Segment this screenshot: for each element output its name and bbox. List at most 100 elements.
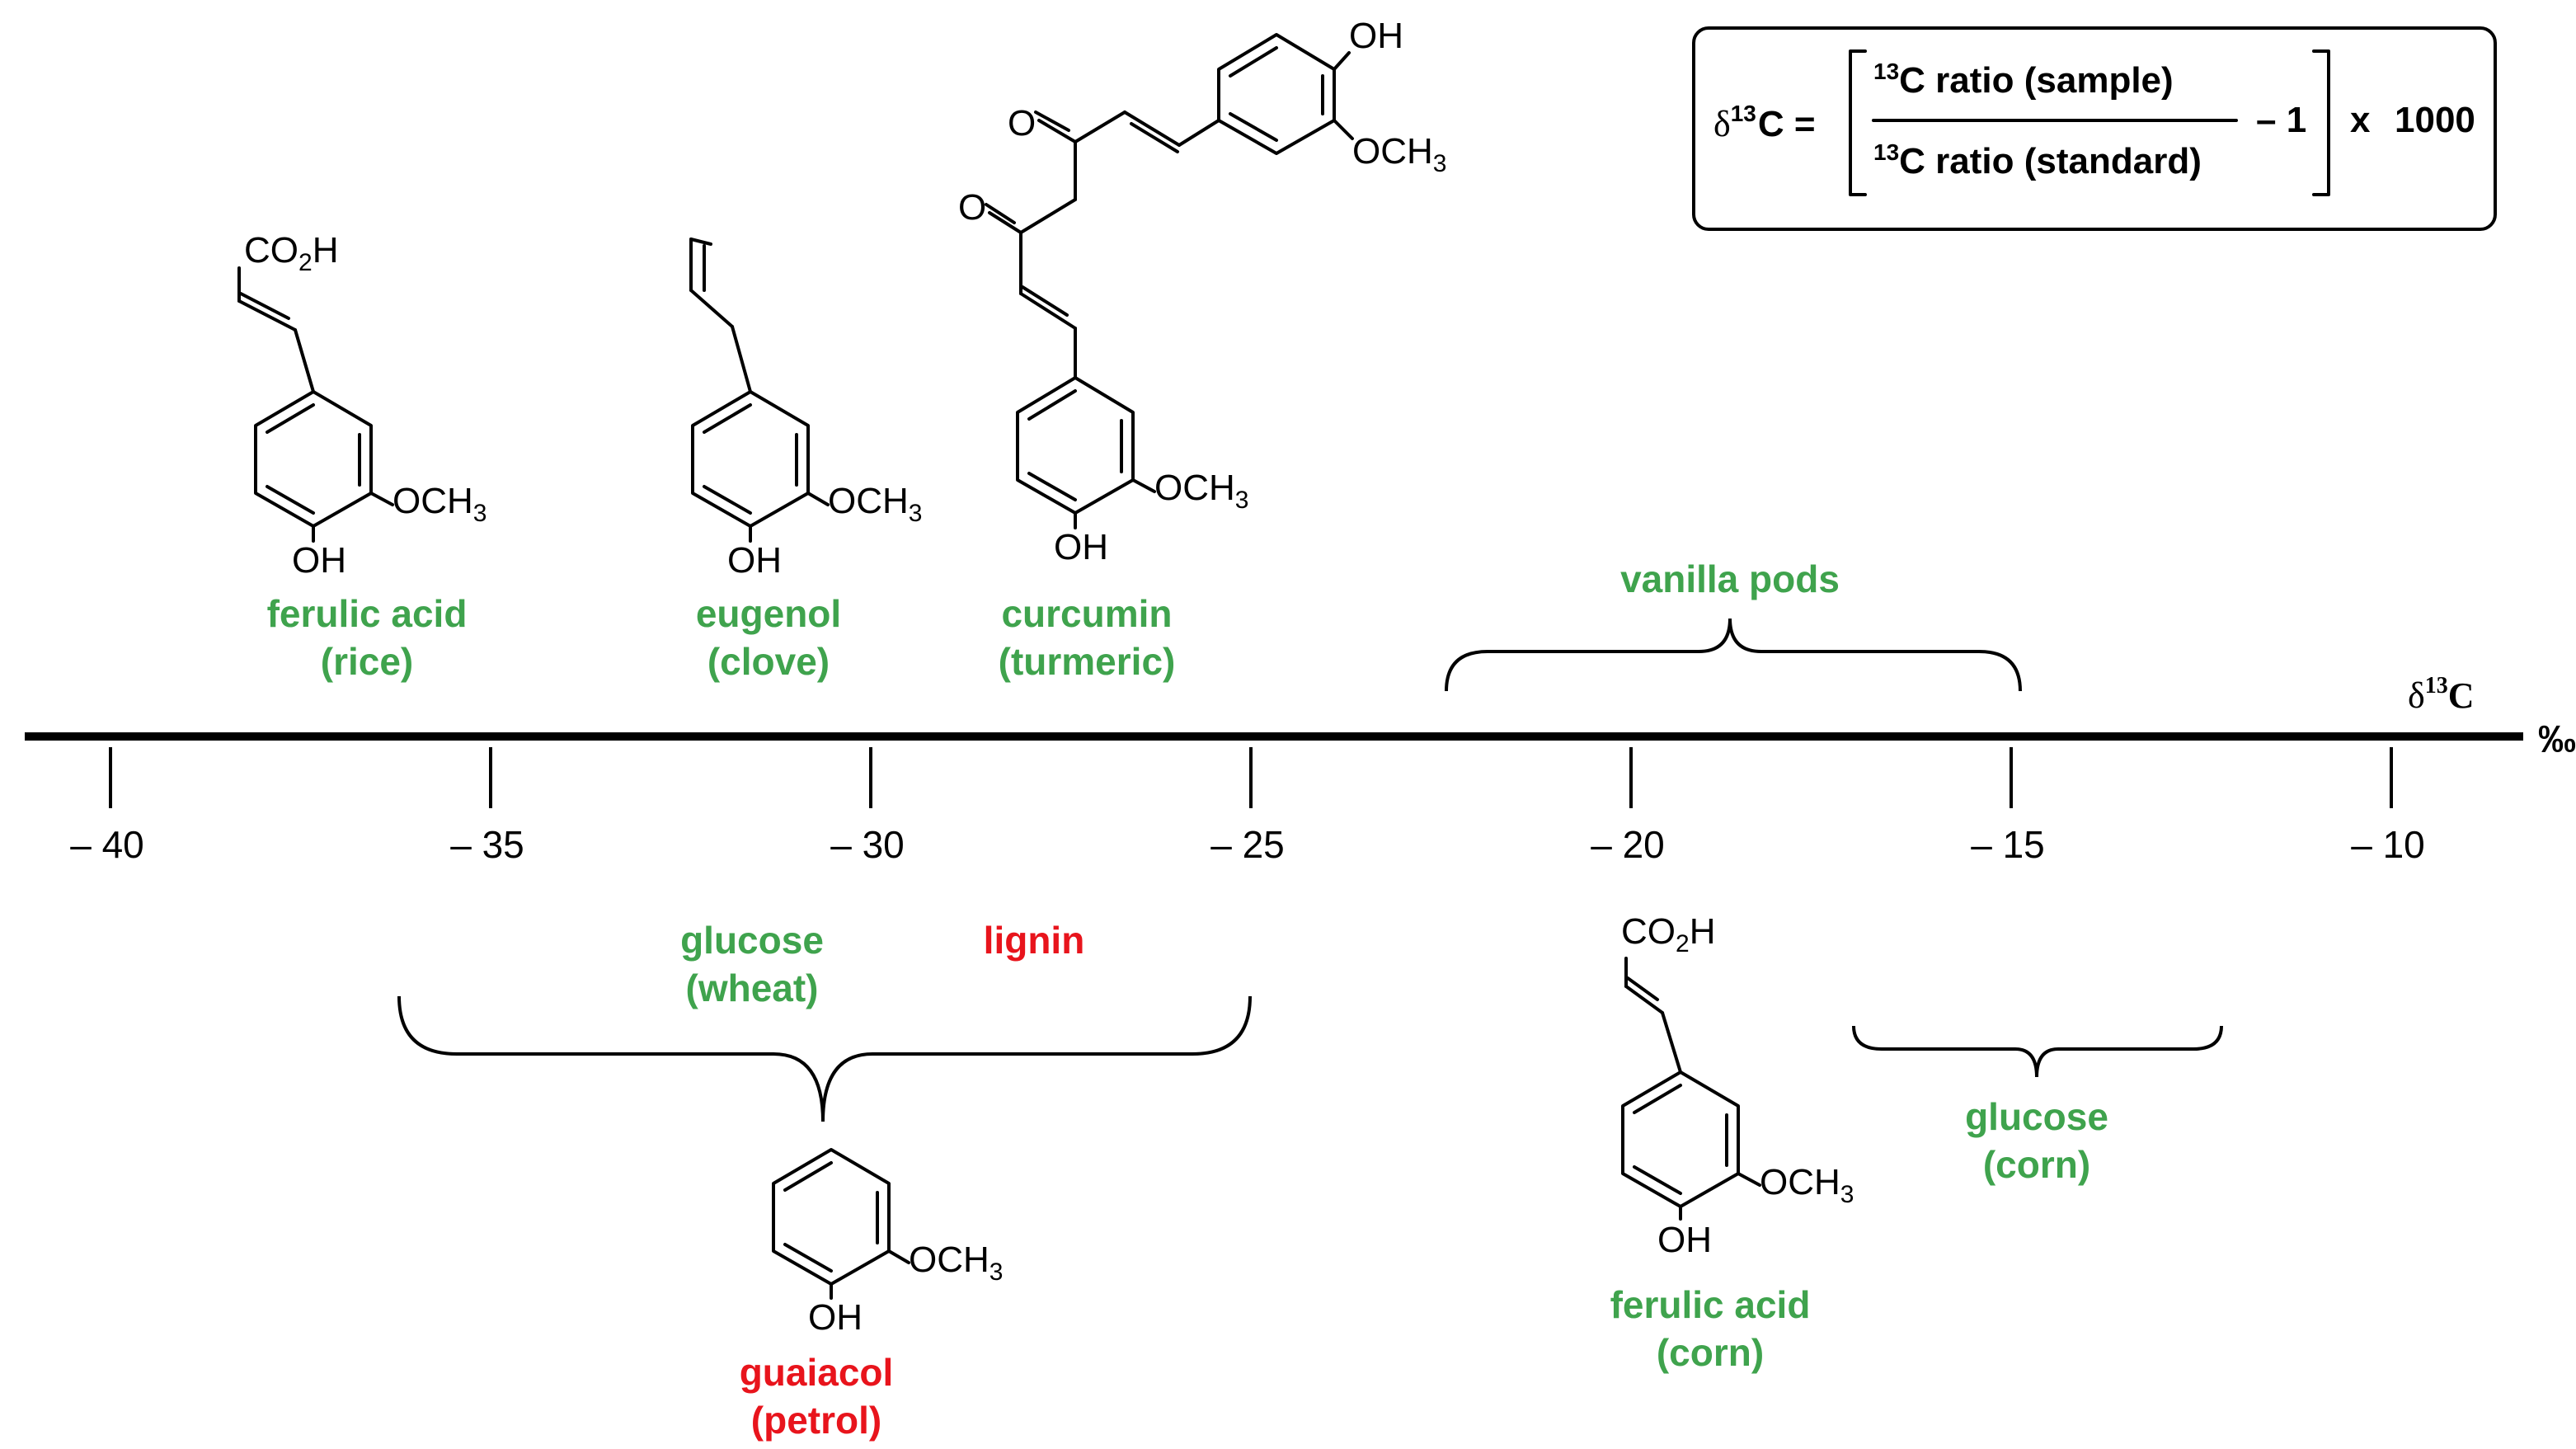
curcumin-upper-oh-bond — [1333, 51, 1351, 71]
ferulic-rice-double-bond — [266, 403, 315, 434]
ferulic-corn-och3: OCH3 — [1760, 1162, 1854, 1208]
glucose-corn-brace — [1852, 1025, 2223, 1078]
curcumin-structure: OCH3 OH O O OH OCH3 — [958, 16, 1446, 567]
eugenol-double-bond — [703, 485, 752, 515]
guaiacol-oh: OH — [808, 1297, 863, 1338]
axis-tick-label-6: – 10 — [2351, 823, 2425, 866]
label-lignin: lignin — [984, 919, 1085, 962]
label-guaiacol-source: (petrol) — [751, 1399, 881, 1442]
ferulic-acid-rice-structure: CO2H OCH3 OH — [237, 230, 487, 581]
ferulic-corn-double-bond — [1633, 1084, 1682, 1114]
formula-factor: 1000 — [2395, 100, 2475, 140]
label-eugenol-name: eugenol — [696, 592, 841, 635]
ferulic-rice-och3: OCH3 — [393, 481, 487, 527]
eugenol-double-bond — [703, 403, 752, 434]
curcumin-lower-och3-bond — [1131, 478, 1156, 493]
curcumin-carbonyl-double — [985, 203, 1016, 224]
label-vanilla-pods: vanilla pods — [1620, 557, 1840, 600]
eugenol-allyl-bond — [689, 289, 734, 328]
eugenol-ring — [691, 390, 810, 528]
curcumin-chain-bond — [1019, 292, 1077, 330]
curcumin-lower-oh: OH — [1054, 527, 1108, 567]
curcumin-carbonyl-double — [1034, 111, 1070, 132]
label-ferulic-acid-corn-source: (corn) — [1657, 1331, 1764, 1374]
curcumin-lower-o: O — [958, 187, 986, 228]
ferulic-rice-chain-double — [239, 292, 290, 320]
guaiacol-double-bond — [783, 1243, 833, 1273]
ferulic-rice-chain-bond — [237, 299, 297, 332]
curcumin-chain-double — [1021, 285, 1069, 317]
delta13c-axis: δ13C ‰ – 40 – 35 – 30 – 25 – 20 – 15 – 10 — [25, 673, 2576, 866]
vanilla-pods-brace — [1445, 618, 2022, 692]
axis-unit: ‰ — [2538, 717, 2576, 760]
curcumin-upper-och3-bond — [1333, 119, 1354, 140]
axis-tick-label-3: – 25 — [1210, 823, 1285, 866]
curcumin-carbonyl-bond — [1037, 119, 1077, 143]
axis-tick-label-2: – 30 — [830, 823, 905, 866]
formula-numerator: 13C ratio (sample) — [1873, 59, 2174, 101]
ferulic-corn-co2h: CO2H — [1621, 911, 1715, 957]
ferulic-corn-och3-bond — [1737, 1172, 1761, 1187]
ferulic-corn-chain-double — [1626, 976, 1659, 1001]
label-curcumin-name: curcumin — [1001, 592, 1172, 635]
ferulic-rice-co2h: CO2H — [244, 230, 338, 276]
formula-left-bracket — [1849, 49, 1867, 196]
formula-box — [1692, 26, 2497, 231]
curcumin-double-bond — [1027, 472, 1077, 501]
guaiacol-och3-bond — [887, 1249, 910, 1264]
guaiacol-range-brace — [397, 995, 1252, 1122]
formula-times: x — [2350, 100, 2371, 140]
ferulic-rice-chain-bond — [294, 328, 315, 393]
label-eugenol-source: (clove) — [707, 640, 830, 683]
curcumin-double-bond — [1229, 46, 1278, 78]
curcumin-upper-oh: OH — [1349, 16, 1403, 56]
ferulic-rice-och3-bond — [369, 492, 394, 506]
label-glucose-corn-name: glucose — [1965, 1095, 2108, 1138]
axis-ticks: – 40 – 35 – 30 – 25 – 20 – 15 – 10 — [70, 747, 2425, 866]
curcumin-double-bond — [1027, 389, 1077, 421]
eugenol-och3: OCH3 — [828, 481, 922, 527]
label-ferulic-acid-rice-name: ferulic acid — [267, 592, 468, 635]
ferulic-rice-double-bond — [266, 485, 315, 515]
axis-tick-label-1: – 35 — [450, 823, 524, 866]
label-guaiacol-name: guaiacol — [740, 1351, 894, 1394]
curcumin-chain-bond — [1074, 111, 1126, 143]
ferulic-corn-chain-bond — [1661, 1011, 1682, 1074]
label-curcumin-source: (turmeric) — [999, 640, 1176, 683]
curcumin-upper-o: O — [1008, 103, 1036, 143]
formula-lhs: δ13C = — [1713, 101, 1816, 144]
label-glucose-corn-source: (corn) — [1983, 1143, 2090, 1186]
guaiacol-och3: OCH3 — [909, 1240, 1003, 1286]
curcumin-lower-ring — [1016, 376, 1135, 515]
label-ferulic-acid-rice-source: (rice) — [321, 640, 413, 683]
delta13c-formula: δ13C = 13C ratio (sample) 13C ratio (sta… — [1692, 26, 2497, 231]
curcumin-chain-bond — [1178, 119, 1220, 147]
ferulic-acid-corn-structure: CO2H OCH3 OH — [1621, 911, 1854, 1260]
curcumin-carbonyl-bond — [988, 211, 1022, 234]
axis-tick-label-4: – 20 — [1591, 823, 1665, 866]
eugenol-och3-bond — [806, 492, 830, 506]
curcumin-chain-bond — [1019, 198, 1077, 234]
ferulic-corn-chain-bond — [1624, 985, 1664, 1014]
axis-tick-label-0: – 40 — [70, 823, 144, 866]
ferulic-corn-oh: OH — [1657, 1220, 1712, 1260]
guaiacol-double-bond — [783, 1161, 833, 1192]
label-glucose-wheat-name: glucose — [680, 919, 824, 962]
formula-minus-one: – 1 — [2256, 100, 2306, 140]
guaiacol-ring — [772, 1148, 891, 1286]
guaiacol-structure: OCH3 OH — [772, 1148, 1003, 1338]
formula-denominator: 13C ratio (standard) — [1873, 139, 2202, 181]
eugenol-structure: OCH3 OH — [689, 238, 922, 581]
axis-tick-label-5: – 15 — [1971, 823, 2045, 866]
label-glucose-wheat-source: (wheat) — [686, 967, 819, 1009]
eugenol-allyl-bond — [731, 325, 752, 393]
curcumin-upper-och3: OCH3 — [1352, 131, 1446, 177]
eugenol-allyl-bond — [689, 238, 712, 246]
curcumin-lower-och3: OCH3 — [1154, 468, 1248, 514]
ferulic-corn-double-bond — [1633, 1165, 1682, 1195]
curcumin-double-bond — [1229, 112, 1278, 142]
curcumin-chain-bond — [1123, 111, 1181, 147]
axis-label: δ13C — [2408, 673, 2475, 716]
ferulic-rice-ring — [254, 390, 373, 528]
